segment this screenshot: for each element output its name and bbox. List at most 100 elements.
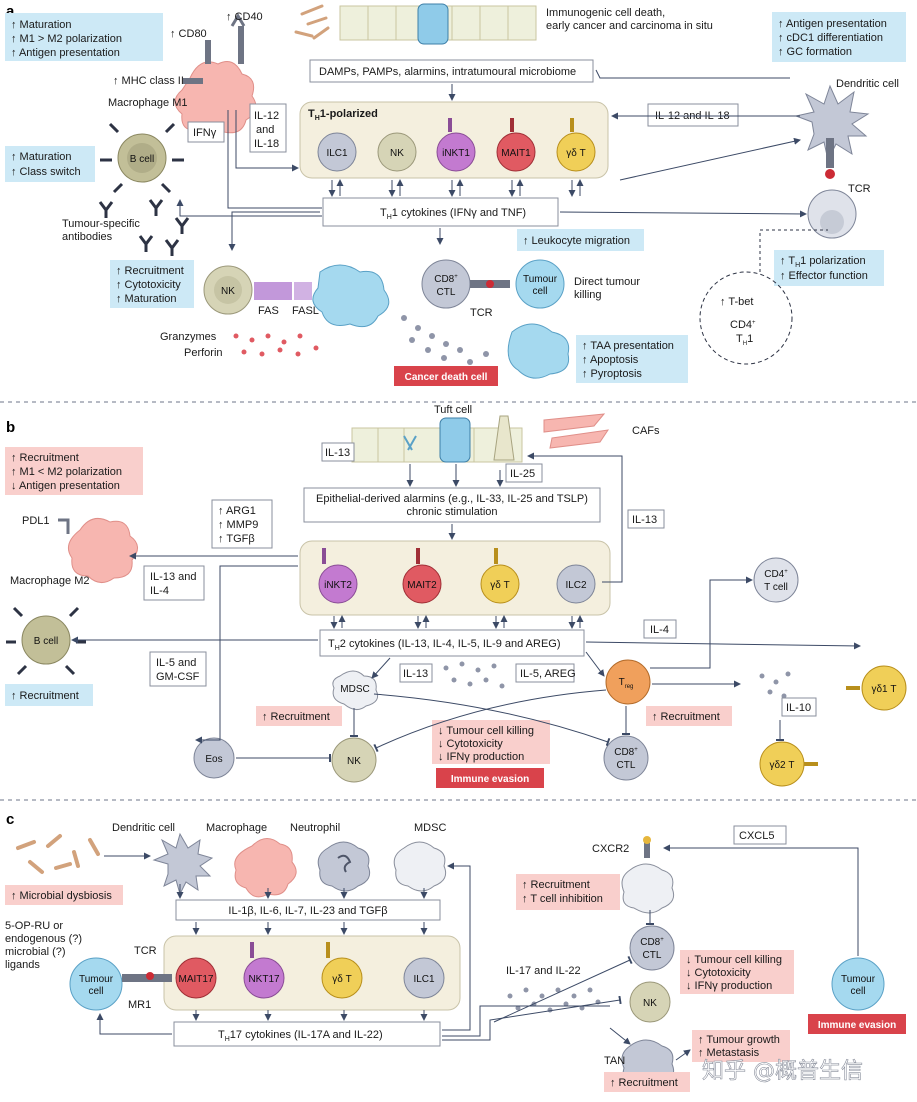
tbet-label: ↑ T-bet: [720, 296, 753, 308]
tcr-c-label: TCR: [134, 945, 157, 957]
il5-gmcsf-line-2: GM-CSF: [156, 671, 200, 683]
icd-line-2: early cancer and carcinoma in situ: [546, 20, 713, 32]
growth-box: ↑ Tumour growth ↑ Metastasis: [692, 1030, 790, 1062]
cd4t-cell-icon: [753, 557, 799, 603]
th1-box-line-1: ↑ TH1 polarization: [780, 255, 866, 269]
nk-a-label: NK: [390, 148, 404, 159]
il4-label: IL-4: [650, 624, 669, 636]
dc-box-line-3: ↑ GC formation: [778, 46, 852, 58]
bcell-effects-box: ↑ Maturation ↑ Class switch: [5, 146, 95, 182]
m1-effects-box: ↑ Maturation ↑ M1 > M2 polarization ↑ An…: [5, 13, 163, 61]
il12-left-3: IL-18: [254, 138, 279, 150]
granzymes-label: Granzymes: [160, 331, 217, 343]
antibodies-icon: [98, 199, 190, 256]
dying-tumour-a-icon: [312, 264, 390, 328]
il12-left-1: IL-12: [254, 110, 279, 122]
immune-evasion-b-label: Immune evasion: [451, 774, 529, 785]
cd8-c-line-1: CD8+: [640, 937, 664, 948]
mhc2-label: ↑ MHC class II: [113, 75, 184, 87]
cafs-icon: [543, 413, 610, 449]
leukocyte-migration-label: ↑ Leukocyte migration: [523, 235, 630, 247]
death-box-line-1: ↑ TAA presentation: [582, 340, 674, 352]
recruit-c-line-1: ↑ Recruitment: [522, 879, 590, 891]
epithelium-b-icon: [351, 415, 523, 463]
il13-4-box: IL-13 and IL-4: [143, 565, 205, 601]
gdt-cell-b: γδ T: [480, 548, 520, 604]
dc-box-line-2: ↑ cDC1 differentiation: [778, 32, 883, 44]
damps-box: DAMPs, PAMPs, alarmins, intratumoural mi…: [309, 59, 594, 83]
gd2t-label: γδ2 T: [769, 760, 794, 771]
cxcl5-label: CXCL5: [739, 830, 774, 842]
arg-box: ↑ ARG1 ↑ MMP9 ↑ TGFβ: [211, 499, 273, 549]
il5-areg-box: IL-5, AREG: [515, 663, 576, 683]
m2-box-line-2: ↑ M1 < M2 polarization: [11, 466, 122, 478]
antibodies-line-1: Tumour-specific: [62, 218, 140, 230]
th-cell-a-icon: [807, 189, 857, 239]
m1-box-line-3: ↑ Antigen presentation: [11, 47, 120, 59]
tumour-cell-a-line-1: Tumour: [523, 274, 558, 285]
evasion-c-box: ↓ Tumour cell killing ↓ Cytotoxicity ↓ I…: [680, 950, 794, 994]
mdsc-c-icon: [393, 841, 447, 892]
mdsc-b-icon: [332, 670, 379, 710]
cxcr2-label: CXCR2: [592, 843, 629, 855]
recruitment-c-label: ↑ Recruitment: [610, 1077, 678, 1089]
fasl-label: FASL: [292, 305, 319, 317]
cancer-death-label: Cancer death cell: [405, 372, 488, 383]
dc-c-icon: [152, 832, 214, 896]
neutrophil-c-label: Neutrophil: [290, 822, 340, 834]
neutrophil-right-icon: [621, 836, 675, 914]
cxcl5-box: CXCL5: [733, 825, 787, 845]
nkt17-cell: NKT17: [243, 942, 285, 999]
ligands-line-2: endogenous (?): [5, 933, 82, 945]
growth-line-1: ↑ Tumour growth: [698, 1034, 780, 1046]
gdt-b-label: γδ T: [490, 580, 509, 591]
il5-gmcsf-box: IL-5 and GM-CSF: [149, 651, 207, 687]
panel-label-c: c: [6, 811, 14, 828]
nk-a-main-label: NK: [221, 286, 235, 297]
bcell-box-line-1: ↑ Maturation: [11, 151, 72, 163]
death-effects-box: ↑ TAA presentation ↑ Apoptosis ↑ Pyropto…: [576, 335, 688, 383]
cd4-th1-line-1: CD4+: [730, 319, 756, 331]
mait2-cell: MAIT2: [402, 548, 442, 604]
nk-c-icon: [629, 981, 671, 1023]
mr1-label: MR1: [128, 999, 151, 1011]
bcell-b-label: B cell: [34, 636, 58, 647]
ifng-label: IFNγ: [193, 127, 217, 139]
inkt1-cell-a: iNKT1: [436, 118, 476, 172]
il13-top-label: IL-13: [325, 447, 350, 459]
macrophage-c-icon: [234, 838, 297, 898]
mait2-label: MAIT2: [407, 580, 437, 591]
dc-box-line-1: ↑ Antigen presentation: [778, 18, 887, 30]
epithelium-a-icon: [294, 3, 537, 45]
il13-mid-box: IL-13: [399, 663, 433, 683]
bacteria-c-icon: [16, 834, 100, 874]
recruitment-c-box: ↑ Recruitment: [604, 1072, 690, 1092]
th17-panel: [163, 935, 461, 1011]
il13-4-line-2: IL-4: [150, 585, 169, 597]
inkt1-label: iNKT1: [442, 148, 470, 159]
bcell-a-label: B cell: [130, 154, 154, 165]
tumour-c-line-1: Tumour: [79, 974, 114, 985]
macrophage-m2-icon: [58, 517, 138, 583]
il12-18-right-box: IL-12 and IL-18: [647, 103, 739, 127]
il5-areg-label: IL-5, AREG: [520, 668, 576, 680]
nk-effects-box: ↑ Recruitment ↑ Cytotoxicity ↑ Maturatio…: [110, 260, 194, 308]
cytokine-dots-b: [443, 661, 791, 699]
dysbiosis-label: ↑ Microbial dysbiosis: [11, 890, 112, 902]
evasion-c-line-3: ↓ IFNγ production: [686, 980, 772, 992]
death-box-line-3: ↑ Pyroptosis: [582, 368, 642, 380]
nk-cell-a: NK: [377, 132, 417, 172]
fas-fasl-icon: [254, 282, 312, 300]
icd-line-1: Immunogenic cell death,: [546, 7, 665, 19]
evasion-b-line-1: ↓ Tumour cell killing: [438, 725, 534, 737]
il10-label: IL-10: [786, 702, 811, 714]
cytokine-dots-a: [401, 315, 489, 365]
mdsc-recruitment-label: ↑ Recruitment: [262, 711, 330, 723]
treg-recruitment-label: ↑ Recruitment: [652, 711, 720, 723]
treg-label: Treg: [619, 677, 634, 690]
th2-cytokines-label: TH2 cytokines (IL-13, IL-4, IL-5, IL-9 a…: [328, 638, 561, 652]
growth-line-2: ↑ Metastasis: [698, 1047, 760, 1059]
gdt-a-label: γδ T: [566, 148, 585, 159]
cd4t-line-1: CD4+: [764, 569, 788, 580]
inkt2-cell: iNKT2: [318, 548, 358, 604]
